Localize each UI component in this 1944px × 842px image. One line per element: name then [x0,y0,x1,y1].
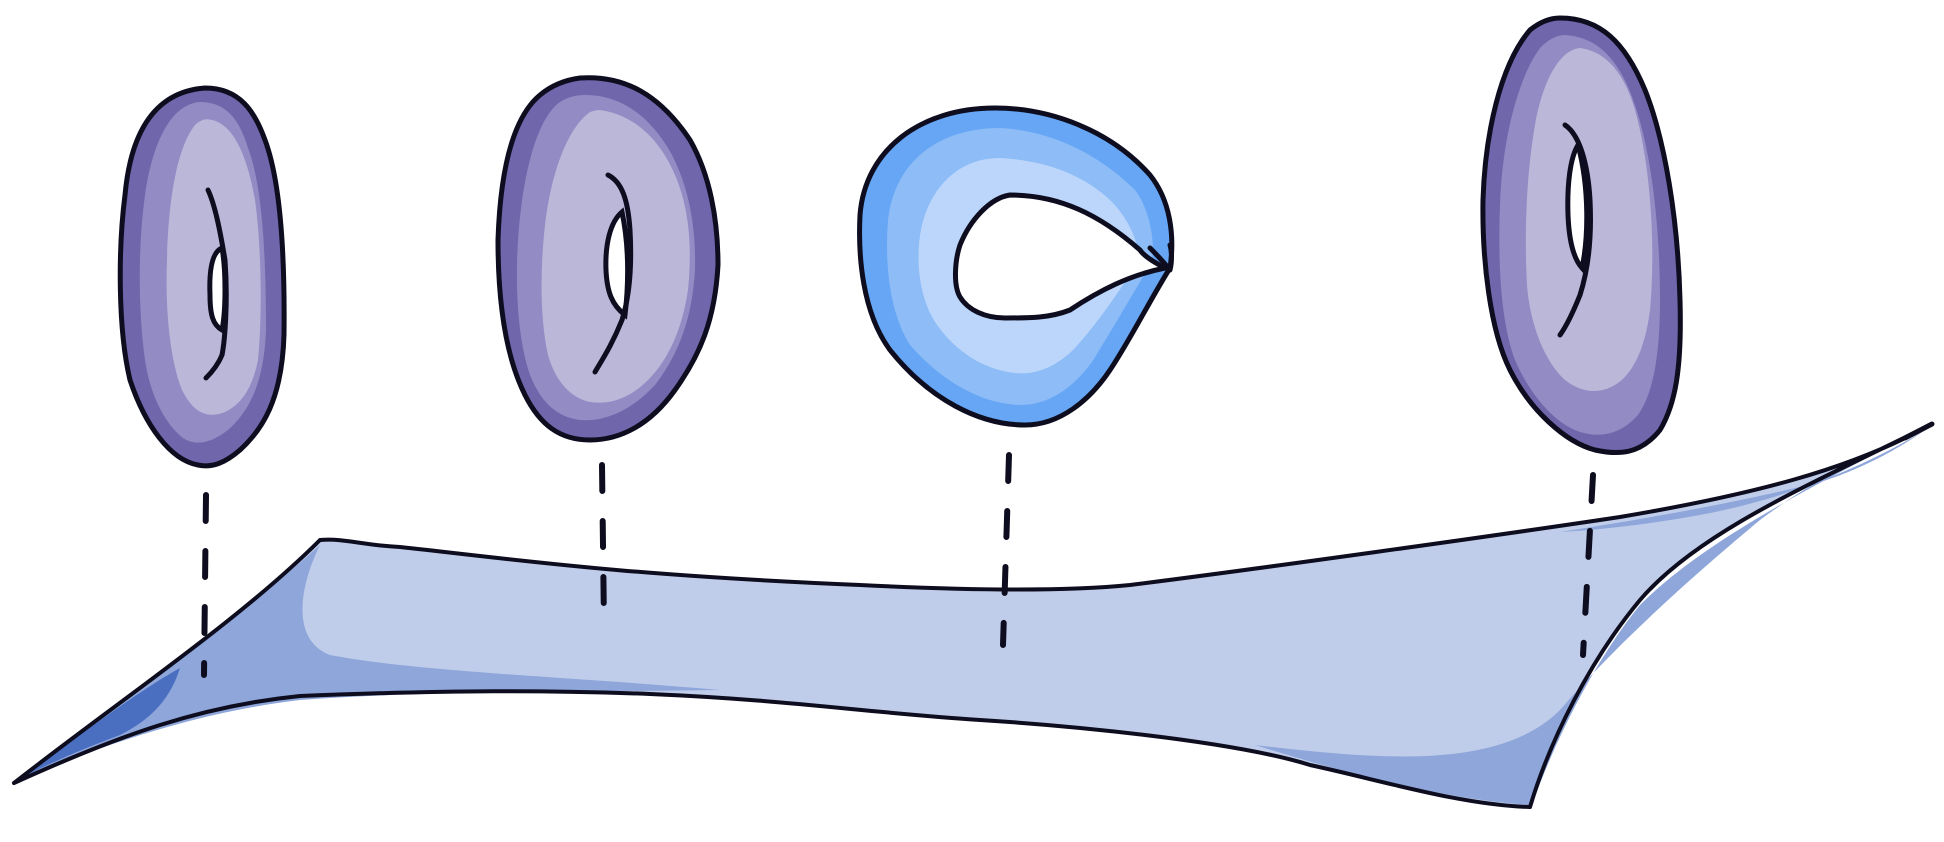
pinched-fiber-hole [953,192,1173,321]
base-surface-outline [12,423,1932,809]
base-dark-left [16,668,180,781]
fiber-connectors [201,452,1596,678]
pinched-fiber-pinch-point [1147,242,1174,273]
torus-2-hole [603,207,631,320]
base-surface [12,421,1935,809]
torus-fiber-4 [1480,15,1683,456]
torus-4-ridge [1557,122,1593,338]
torus-2-ridge [592,172,634,375]
torus-1-ridge [203,187,229,381]
connector-line-2 [599,462,607,628]
torus-4-hole [1565,138,1590,274]
base-shade-left [18,545,720,778]
torus-fiber-2 [495,75,721,443]
base-corner-tick-right [1902,421,1935,441]
torus-fiber-1 [117,85,287,469]
singular-fiber-3 [857,105,1175,428]
base-surface-fill [14,425,1930,807]
